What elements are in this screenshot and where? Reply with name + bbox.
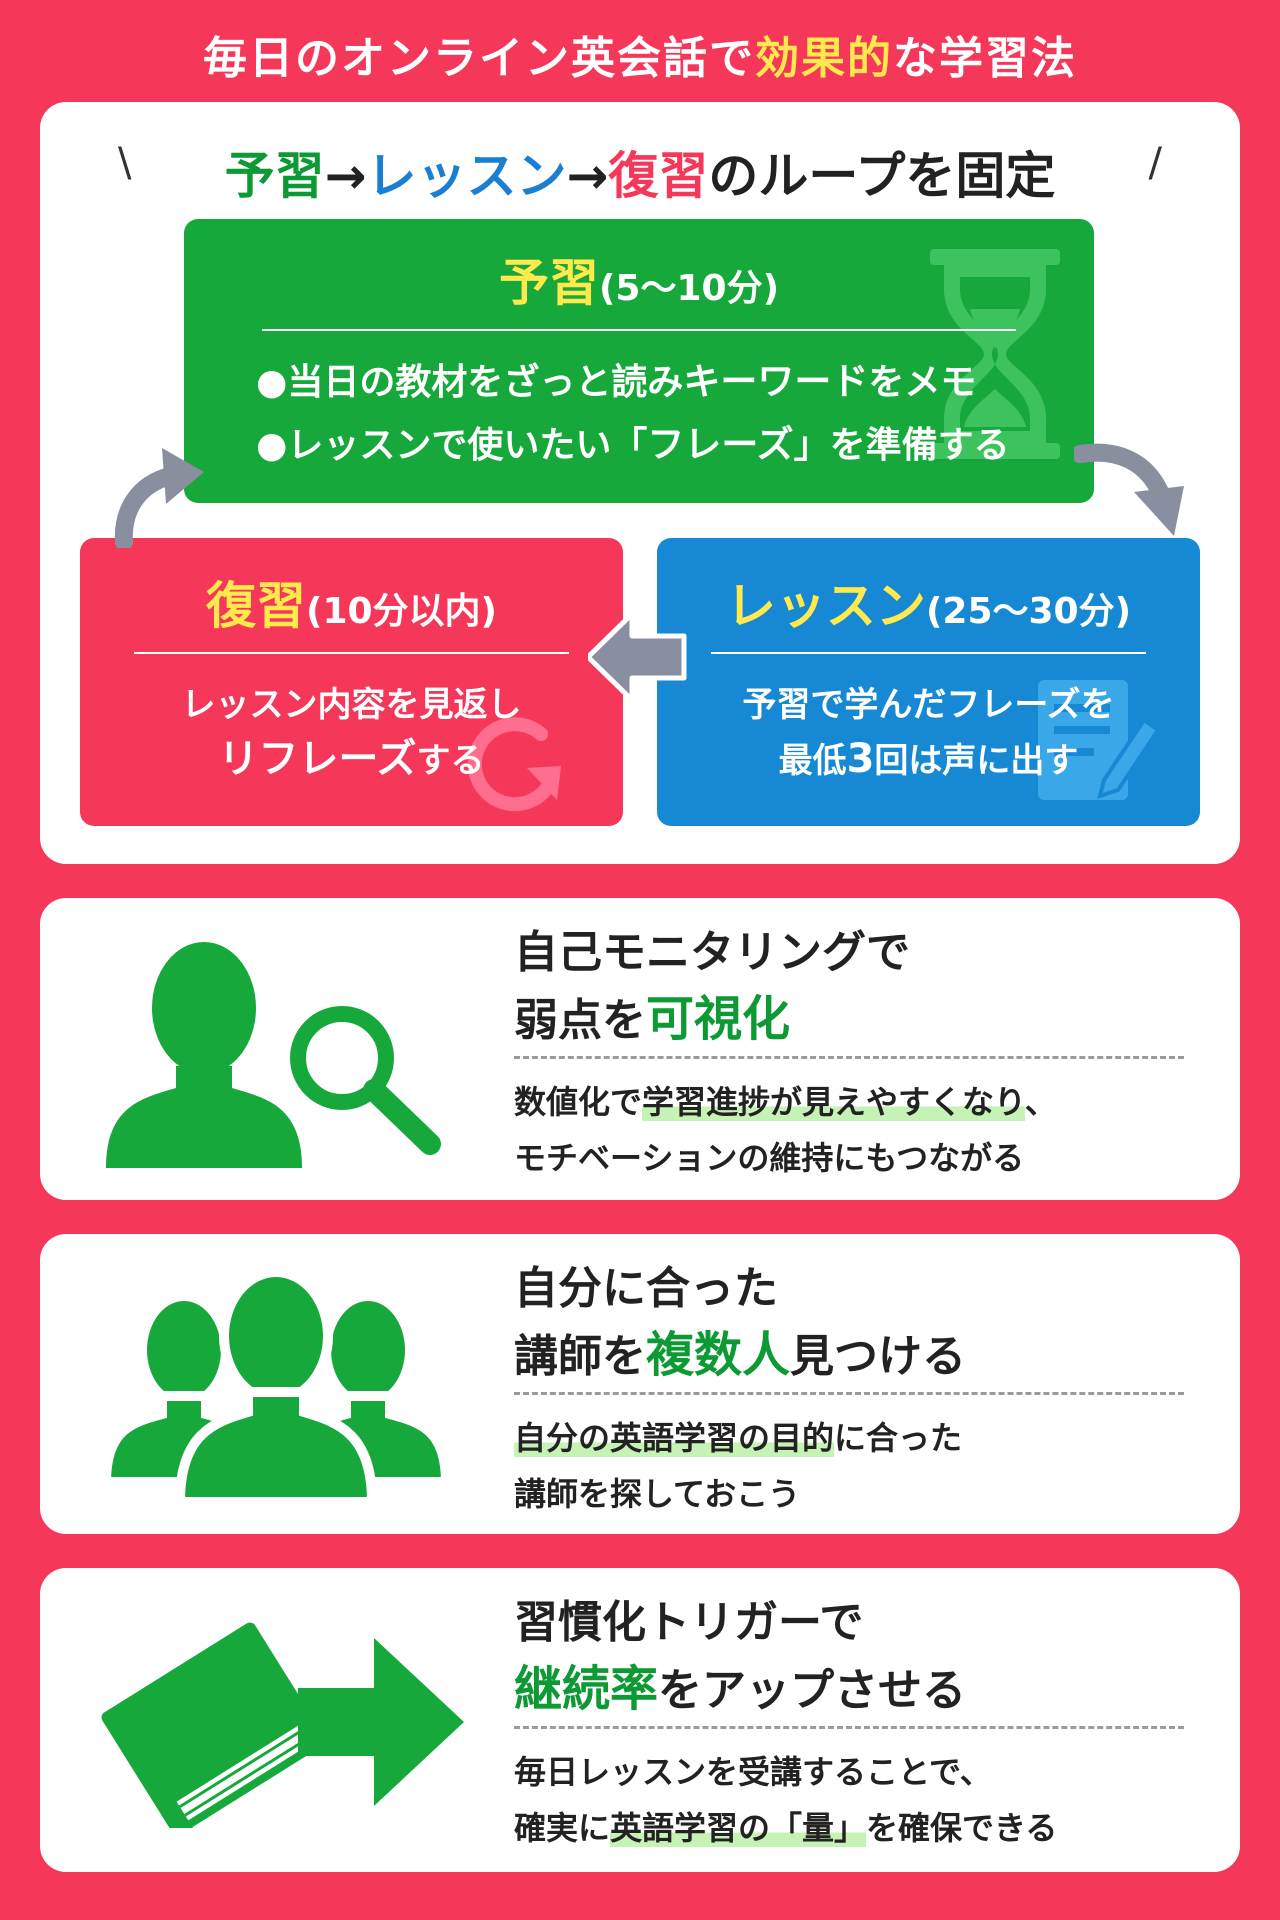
prep-box: 予習(5〜10分) ●当日の教材をざっと読みキーワードをメモ ●レッスンで使いた…	[184, 219, 1094, 503]
refresh-icon	[467, 717, 561, 812]
tip-heading: 自己モニタリングで 弱点を可視化	[514, 927, 910, 1047]
note-pencil-icon	[1038, 680, 1161, 800]
lesson-title: レッスン(25〜30分)	[725, 577, 1132, 635]
hourglass-icon	[930, 249, 1060, 459]
title-highlight: 効果的	[755, 33, 893, 84]
lesson-divider	[711, 652, 1146, 654]
prep-body: ●当日の教材をざっと読みキーワードをメモ ●レッスンで使いたい「フレーズ」を準備…	[256, 351, 1010, 477]
page-title: 毎日のオンライン英会話で効果的な学習法	[203, 33, 1077, 84]
review-divider	[134, 652, 569, 654]
curved-arrow-down-icon	[1074, 443, 1184, 536]
tip-divider	[514, 1392, 1184, 1395]
lesson-box: レッスン(25〜30分) 予習で学んだフレーズを 最低3回は声に出す	[657, 538, 1200, 826]
arrow-right-icon	[298, 1638, 464, 1806]
tip-card-monitoring: 自己モニタリングで 弱点を可視化 数値化で学習進捗が見えやすくなり、 モチベーシ…	[40, 898, 1240, 1200]
tip-card-teachers: 自分に合った 講師を複数人見つける 自分の英語学習の目的に合った 講師を探してお…	[40, 1234, 1240, 1534]
group-people-icon	[106, 1274, 446, 1502]
tip-heading: 習慣化トリガーで 継続率をアップさせる	[514, 1597, 967, 1717]
prep-item-2: ●レッスンで使いたい「フレーズ」を準備する	[256, 423, 1010, 466]
tip-icon-area	[40, 898, 480, 1200]
tip-icon-area	[40, 1568, 480, 1872]
tip-description: 自分の英語学習の目的に合った 講師を探しておこう	[514, 1419, 963, 1513]
arrow-left-icon	[588, 614, 687, 700]
curved-arrow-up-icon	[114, 448, 204, 548]
prep-title: 予習(5〜10分)	[498, 254, 780, 312]
lesson-body: 予習で学んだフレーズを 最低3回は声に出す	[742, 685, 1115, 782]
tip-description: 数値化で学習進捗が見えやすくなり、 モチベーションの維持にもつながる	[514, 1083, 1057, 1177]
tip-heading: 自分に合った 講師を複数人見つける	[514, 1263, 967, 1383]
review-box: 復習(10分以内) レッスン内容を見返し リフレーズする	[80, 538, 623, 826]
prep-divider	[262, 329, 1016, 331]
book-icon	[101, 1622, 330, 1828]
tip-description: 毎日レッスンを受講することで、 確実に英語学習の「量」を確保できる	[514, 1753, 1058, 1847]
slash-left: \	[118, 140, 132, 186]
prep-item-1: ●当日の教材をざっと読みキーワードをメモ	[256, 360, 977, 403]
tip-card-habit: 習慣化トリガーで 継続率をアップさせる 毎日レッスンを受講することで、 確実に英…	[40, 1568, 1240, 1872]
slash-right: /	[1148, 140, 1162, 186]
tip-icon-area	[40, 1234, 480, 1534]
loop-heading: \ 予習→レッスン→復習のループを固定 /	[118, 140, 1162, 205]
person-magnifier-icon	[106, 942, 441, 1168]
loop-card: \ 予習→レッスン→復習のループを固定 / 予習(5〜10分) ●当日の教材をざ…	[40, 102, 1240, 864]
tip-divider	[514, 1056, 1184, 1059]
tip-divider	[514, 1726, 1184, 1729]
review-body: レッスン内容を見返し リフレーズする	[181, 685, 522, 782]
review-title: 復習(10分以内)	[205, 577, 497, 635]
